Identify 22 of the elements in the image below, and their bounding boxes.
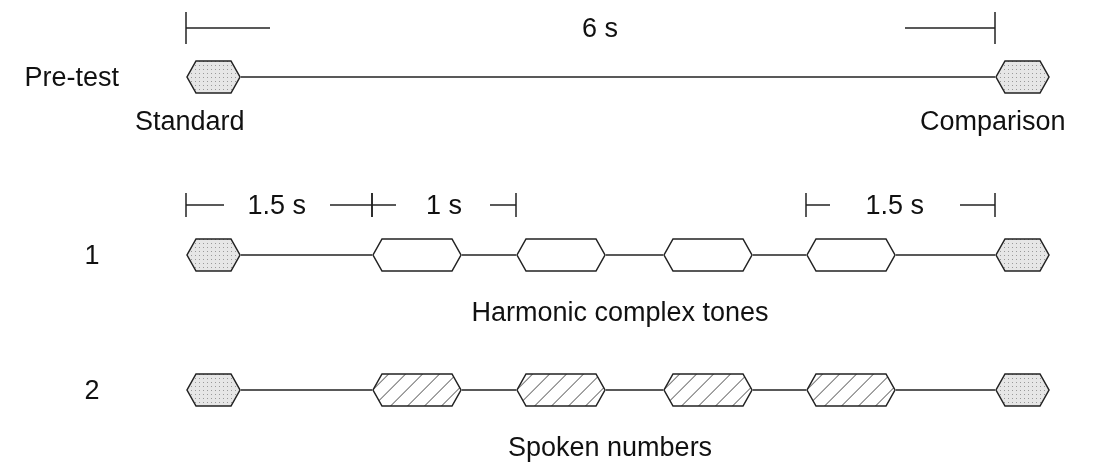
connector-line bbox=[895, 254, 996, 256]
connector-line bbox=[240, 254, 373, 256]
duration-label: 6 s bbox=[582, 14, 619, 42]
connector-line bbox=[605, 254, 664, 256]
condition-label: Spoken numbers bbox=[508, 433, 713, 461]
connector-line bbox=[605, 389, 664, 391]
row-label: Pre-test bbox=[24, 63, 120, 91]
connector-line bbox=[461, 254, 517, 256]
stimulus-caption: Standard bbox=[135, 108, 245, 135]
connector-line bbox=[461, 389, 517, 391]
duration-label: 1 s bbox=[426, 191, 463, 219]
duration-label: 1.5 s bbox=[865, 191, 925, 219]
connector-line bbox=[752, 254, 807, 256]
stimulus-caption: Comparison bbox=[920, 108, 1066, 135]
row-label: 1 bbox=[84, 241, 100, 269]
connector-line bbox=[240, 76, 996, 78]
connector-line bbox=[895, 389, 996, 391]
duration-label: 1.5 s bbox=[247, 191, 307, 219]
connector-line bbox=[240, 389, 373, 391]
connector-line bbox=[752, 389, 807, 391]
row-label: 2 bbox=[84, 376, 100, 404]
condition-label: Harmonic complex tones bbox=[471, 298, 769, 326]
